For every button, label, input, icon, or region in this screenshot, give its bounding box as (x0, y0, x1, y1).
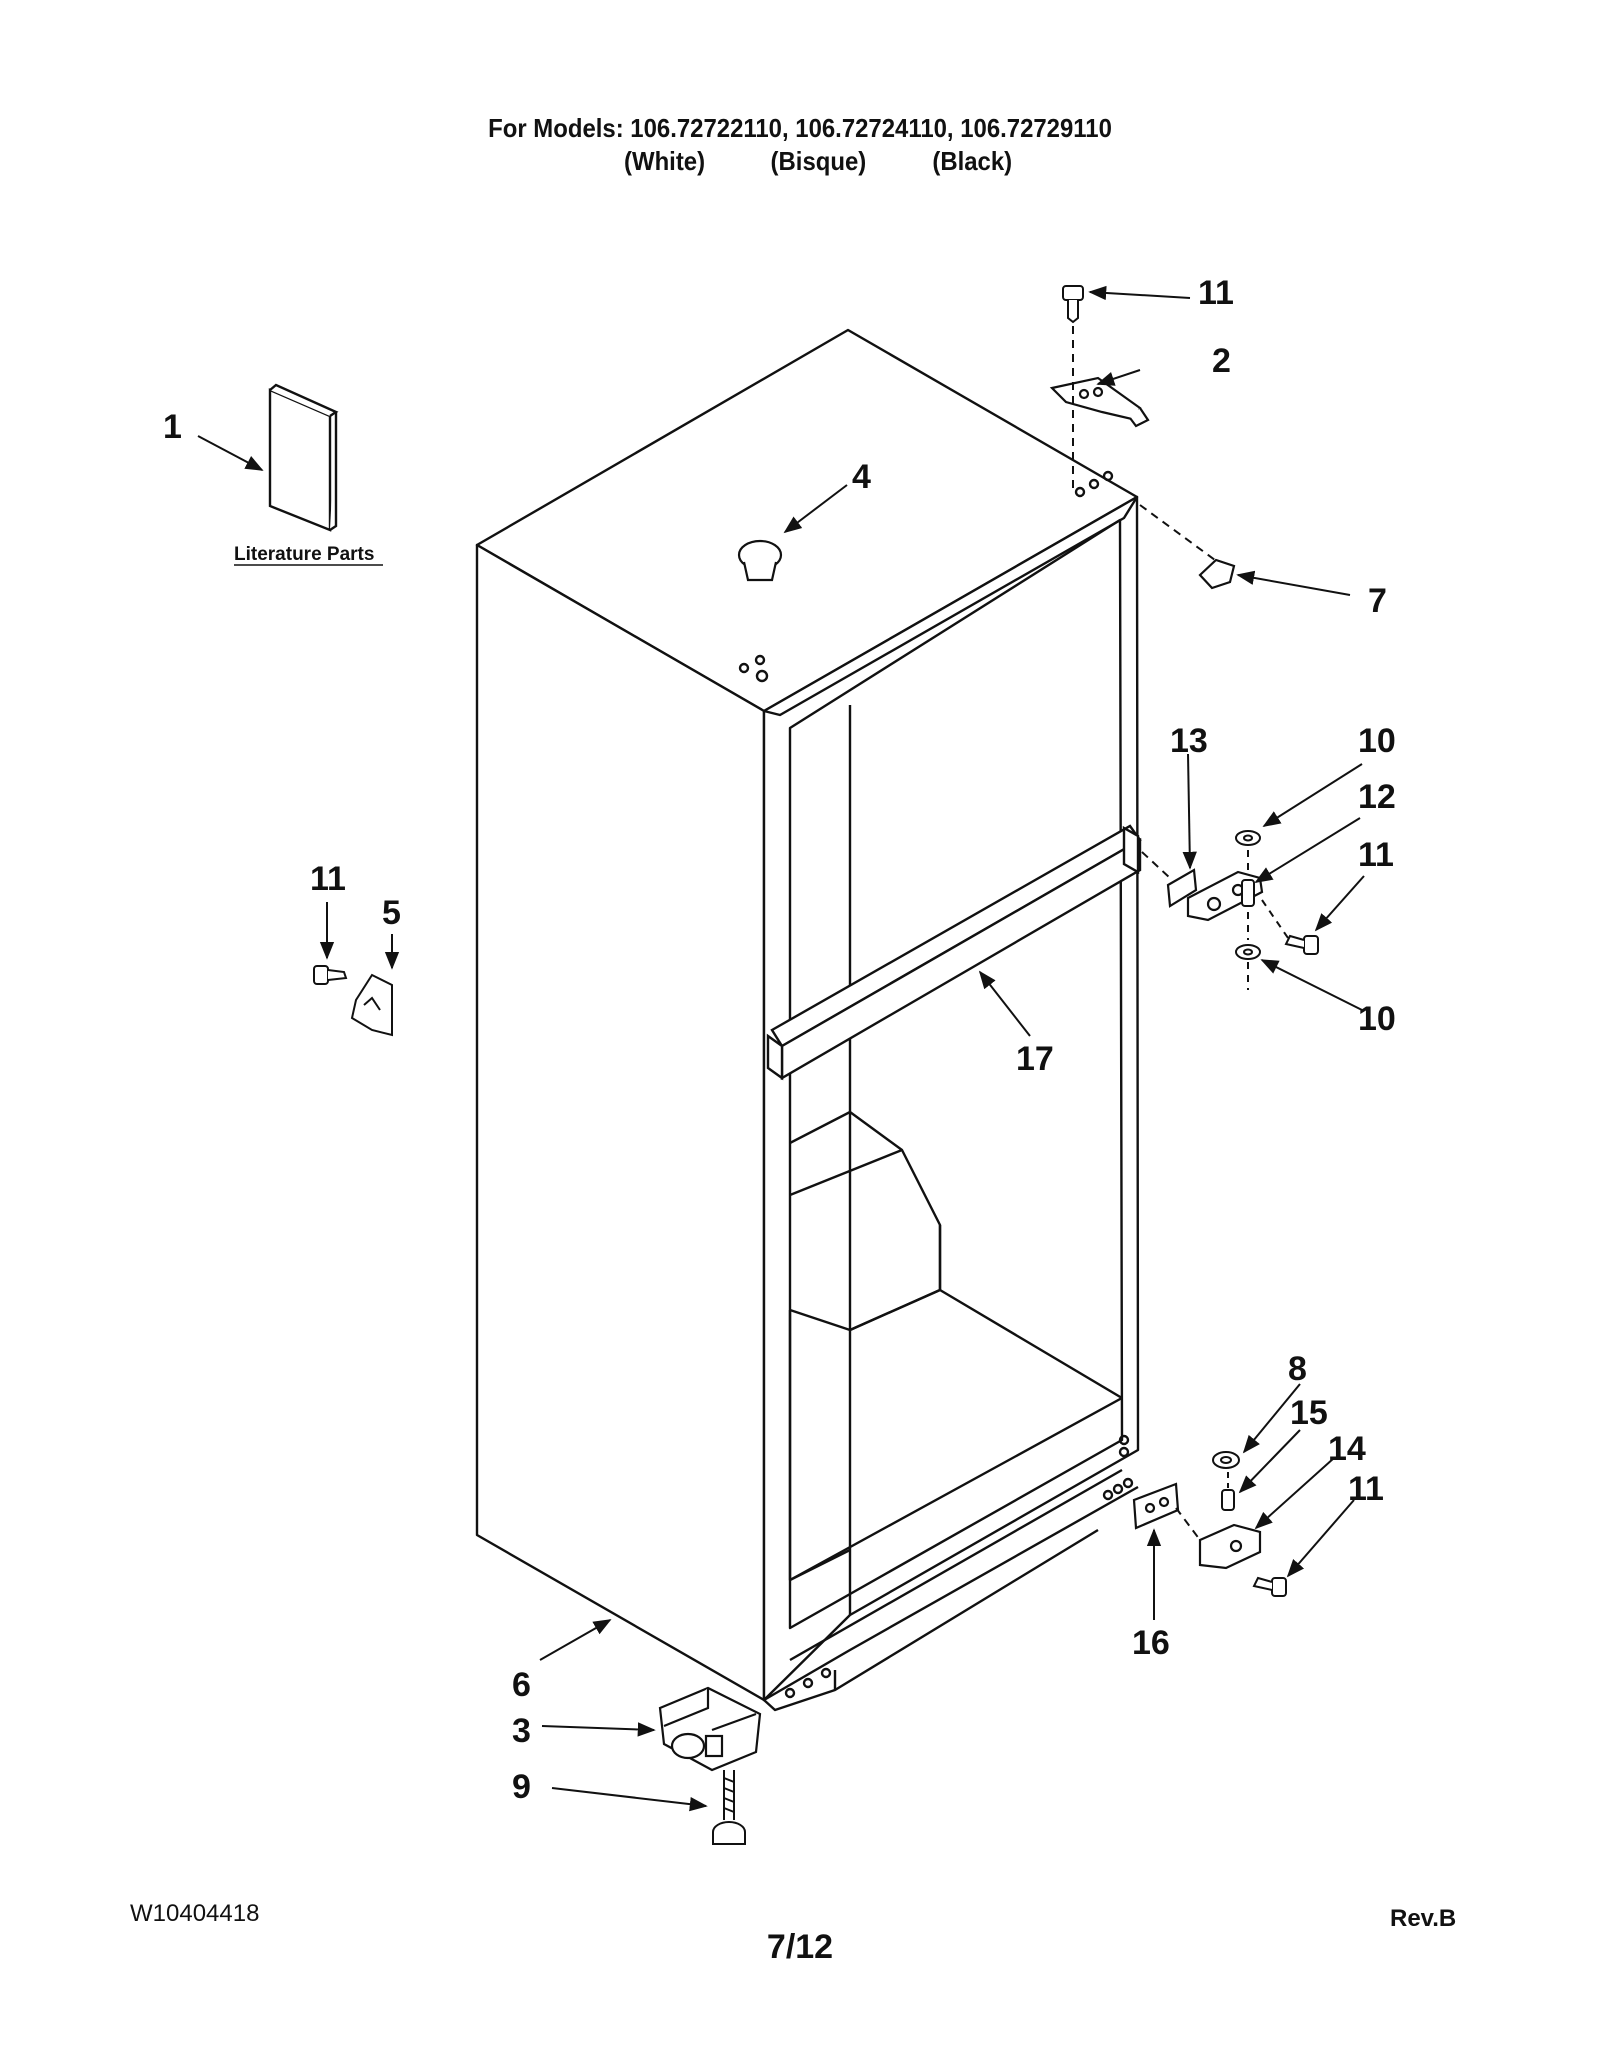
literature-part-1 (268, 383, 339, 532)
screw-part-11-center (1284, 934, 1319, 955)
color-black: (Black) (932, 146, 1013, 176)
screw-part-11-left (313, 965, 348, 985)
callout-8: 8 (1288, 1350, 1307, 1388)
page-number: 7/12 (766, 1928, 834, 1966)
pin-part-15 (1221, 1489, 1235, 1511)
callout-2: 2 (1212, 342, 1231, 380)
bushing-part-8 (1212, 1451, 1240, 1469)
hinge-pin-part-12 (1241, 879, 1255, 907)
callout-10-top: 10 (1358, 722, 1396, 760)
top-screw-part-11 (1062, 285, 1084, 324)
callout-14: 14 (1328, 1430, 1366, 1468)
spacer-part-16 (1132, 1482, 1180, 1530)
callout-12: 12 (1358, 778, 1396, 816)
callout-15: 15 (1290, 1394, 1328, 1432)
literature-parts-label: Literature Parts (234, 544, 374, 565)
leader-lines (197, 285, 1365, 1812)
callout-11-left: 11 (310, 860, 346, 898)
callout-9: 9 (512, 1768, 531, 1806)
revision-label: Rev.B (1390, 1905, 1457, 1932)
washer-part-10-bottom (1235, 944, 1261, 960)
callout-7: 7 (1368, 582, 1387, 620)
cabinet-left-side (475, 543, 766, 1702)
callout-11-bottom: 11 (1348, 1470, 1384, 1508)
plug-part-4 (737, 539, 783, 582)
washer-part-10-top (1235, 830, 1261, 846)
document-number: W10404418 (130, 1900, 260, 1927)
screw-part-11-bottom (1252, 1576, 1287, 1597)
cap-part-7 (1198, 558, 1236, 590)
cabinet-body (475, 328, 1140, 1712)
color-white: (White) (624, 146, 706, 176)
callout-11-center: 11 (1358, 836, 1394, 874)
bottom-hinge-part-14 (1198, 1523, 1262, 1570)
colors-line: (White) (Bisque) (Black) (64, 145, 1536, 178)
callout-5: 5 (382, 894, 401, 932)
page-header: For Models: 106.72722110, 106.72724110, … (64, 112, 1536, 178)
leveler-part-9 (712, 1770, 746, 1845)
cabinet-front-frame (762, 495, 1140, 1702)
callout-1: 1 (163, 408, 182, 446)
divider-rail-part-17 (766, 824, 1142, 1081)
callout-10-bottom: 10 (1358, 1000, 1396, 1038)
dash-line-cap (1139, 504, 1216, 561)
roller-part-3 (658, 1686, 762, 1772)
callout-11-top: 11 (1198, 274, 1234, 312)
callout-13: 13 (1170, 722, 1208, 760)
bracket-part-5 (350, 973, 393, 1037)
callout-4: 4 (852, 458, 871, 496)
callout-16: 16 (1132, 1624, 1170, 1662)
models-line: For Models: 106.72722110, 106.72724110, … (488, 113, 1112, 143)
color-bisque: (Bisque) (770, 146, 867, 176)
top-hinge-part-2 (1049, 376, 1150, 428)
callout-17: 17 (1016, 1040, 1054, 1078)
callout-3: 3 (512, 1712, 531, 1750)
callout-6: 6 (512, 1666, 531, 1704)
